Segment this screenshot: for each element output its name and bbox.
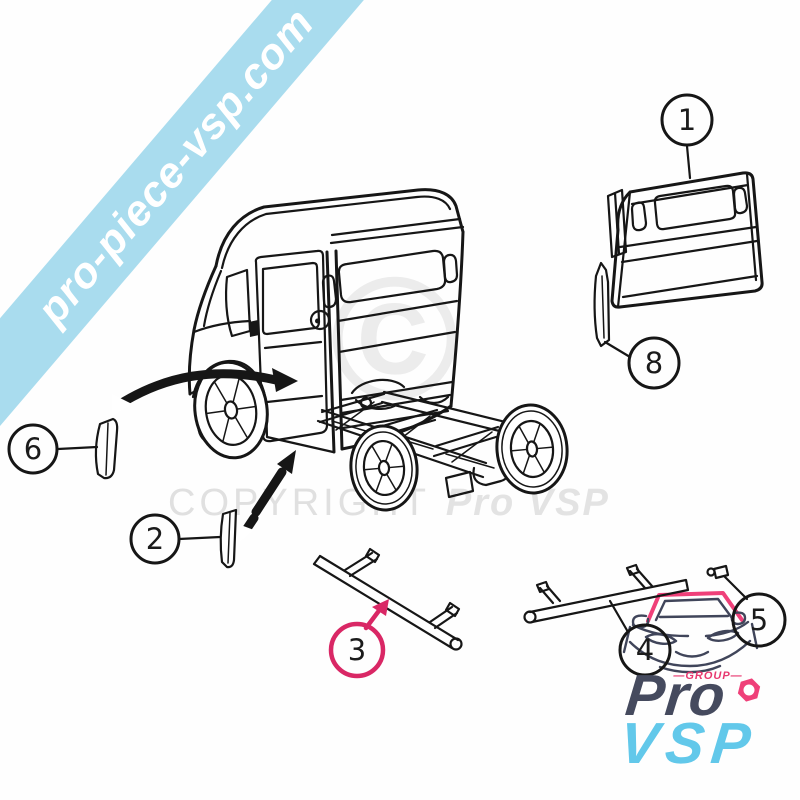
part-5-rocker-rail (523, 563, 730, 624)
callout-circle-6 (7, 423, 59, 475)
callout-circle-2 (129, 513, 181, 565)
callout-circle-5 (731, 592, 787, 648)
callout-label-5: 5 (749, 603, 769, 637)
vehicle-drawing (187, 188, 569, 512)
pointer-arrows (112, 368, 298, 542)
callout-circle-4 (618, 623, 672, 677)
callout-label-6: 6 (23, 432, 43, 466)
part-1-rear-panel (606, 171, 764, 309)
callout-label-4: 4 (635, 633, 655, 667)
callout-label-1: 1 (677, 103, 697, 137)
logo-brand-bottom: VSP (616, 711, 761, 776)
rear-left-wheel (349, 424, 419, 512)
callout-circle-1 (660, 93, 714, 147)
callout-label-2: 2 (145, 522, 165, 556)
part-2-trim-wedge (219, 508, 238, 569)
callout-circle-3-highlighted (328, 621, 386, 679)
callout-circles (7, 93, 787, 679)
callout-label-3: 3 (347, 633, 367, 667)
hex-nut-icon (735, 676, 763, 709)
callout-circle-8 (627, 336, 681, 390)
rear-right-wheel (495, 403, 569, 495)
part-6-trim-wedge (94, 417, 119, 480)
callout-label-8: 8 (644, 346, 664, 380)
front-wheel (193, 360, 269, 460)
logo-group-label: —GROUP— (673, 670, 743, 682)
leader-lines (56, 144, 749, 634)
part-3-rocker-rail (312, 547, 463, 651)
part-8-corner-strip (593, 261, 611, 348)
